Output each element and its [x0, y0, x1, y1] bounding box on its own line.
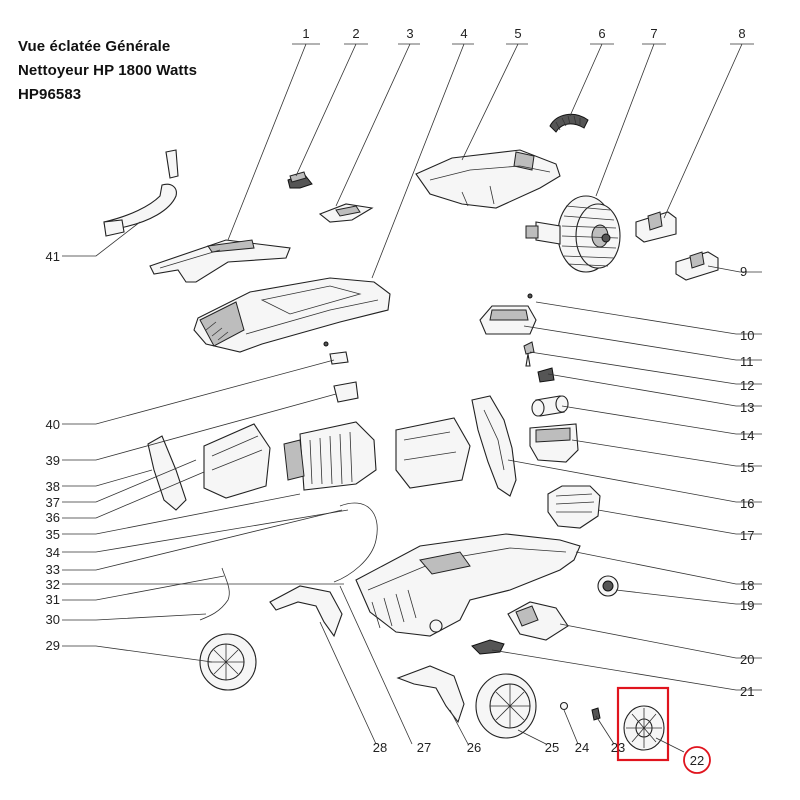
callout-6: 6 [598, 26, 605, 41]
washer-icon [559, 701, 569, 711]
capacitor-icon [531, 395, 569, 417]
hose-reel-cover-icon [415, 149, 561, 209]
callout-4: 4 [460, 26, 467, 41]
latch-icon [318, 203, 374, 223]
callout-41: 41 [46, 249, 60, 264]
callout-25: 25 [545, 740, 559, 755]
hose-reel-icon [525, 195, 621, 273]
wheel-arch-2-icon [396, 665, 465, 724]
callout-11: 11 [740, 354, 754, 369]
callout-8: 8 [738, 26, 745, 41]
end-plate-icon [147, 435, 187, 511]
motor-housing-icon [203, 423, 271, 499]
callout-33: 33 [46, 562, 60, 577]
leader-lines [62, 43, 762, 753]
switch-box-icon [529, 423, 579, 463]
callout-numbers: 1 2 3 4 5 6 7 8 9 10 11 12 13 14 15 16 1… [46, 26, 755, 768]
motor-icon [283, 421, 377, 491]
callout-15: 15 [740, 460, 754, 475]
callout-1: 1 [302, 26, 309, 41]
plate-icon [471, 639, 505, 655]
callout-28: 28 [373, 740, 387, 755]
callout-22: 22 [690, 753, 704, 768]
callout-2: 2 [352, 26, 359, 41]
callout-37: 37 [46, 495, 60, 510]
callout-10: 10 [740, 328, 754, 343]
pump-icon [395, 417, 471, 489]
callout-29: 29 [46, 638, 60, 653]
callout-38: 38 [46, 479, 60, 494]
callout-18: 18 [740, 578, 754, 593]
chassis-icon [355, 533, 581, 637]
callout-12: 12 [740, 378, 754, 393]
callout-23: 23 [611, 740, 625, 755]
callout-20: 20 [740, 652, 754, 667]
callout-30: 30 [46, 612, 60, 627]
nut-icon [537, 367, 555, 383]
callout-26: 26 [467, 740, 481, 755]
callout-40: 40 [46, 417, 60, 432]
wheel-arch-icon [269, 585, 343, 638]
screw-2-icon [591, 707, 601, 721]
callout-39: 39 [46, 453, 60, 468]
callout-7: 7 [650, 26, 657, 41]
callout-5: 5 [514, 26, 521, 41]
callout-27: 27 [417, 740, 431, 755]
callout-24: 24 [575, 740, 589, 755]
title-line-1: Vue éclatée Générale [18, 38, 171, 55]
callout-21: 21 [740, 684, 754, 699]
callout-34: 34 [46, 545, 60, 560]
screw-icon [523, 341, 535, 367]
callout-3: 3 [406, 26, 413, 41]
callout-14: 14 [740, 428, 754, 443]
title-line-3: HP96583 [18, 86, 82, 103]
knob-icon [597, 575, 619, 597]
switch-icon [479, 293, 537, 335]
callout-16: 16 [740, 496, 754, 511]
top-cover-icon [193, 277, 391, 353]
handle-cover-icon [149, 239, 291, 283]
hubcap-icon [623, 705, 665, 751]
callout-36: 36 [46, 510, 60, 525]
callout-9: 9 [740, 264, 747, 279]
callout-32: 32 [46, 577, 60, 592]
mount-icon [323, 341, 359, 403]
clip-icon [287, 171, 313, 189]
wheel-icon [199, 633, 257, 691]
cover-cap-icon [547, 485, 601, 529]
foot-icon [507, 601, 569, 641]
callout-19: 19 [740, 598, 754, 613]
wheel-2-icon [475, 673, 537, 739]
title-line-2: Nettoyeur HP 1800 Watts [18, 62, 198, 79]
bracket-2-icon [675, 251, 719, 281]
highlight-circle [683, 746, 711, 774]
spring-icon [549, 113, 589, 133]
callout-35: 35 [46, 527, 60, 542]
handle-tube-icon [103, 149, 179, 237]
callout-13: 13 [740, 400, 754, 415]
hose-icon [199, 502, 378, 621]
side-panel-icon [471, 395, 517, 497]
callout-17: 17 [740, 528, 754, 543]
highlight-box [616, 686, 670, 762]
bracket-icon [635, 211, 677, 243]
callout-31: 31 [46, 592, 60, 607]
